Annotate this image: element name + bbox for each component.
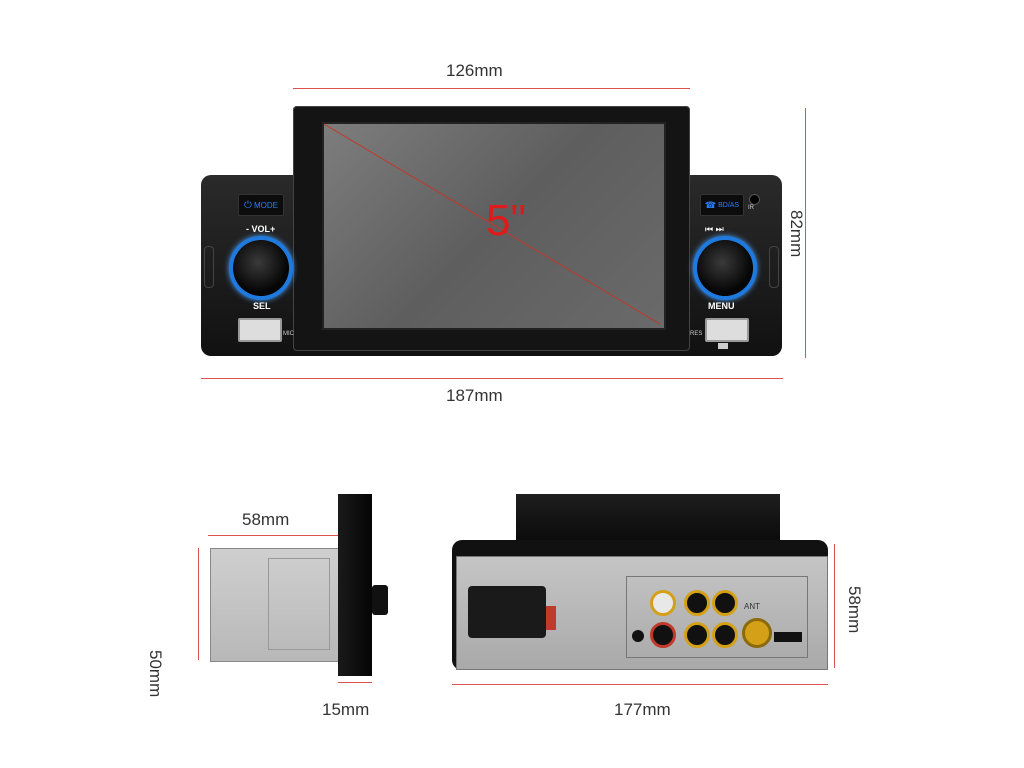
side-height-label: 50mm [146,650,165,698]
rca-yellow-1[interactable] [684,590,710,616]
total-width-dimension-line [201,378,783,379]
right-bracket-slot [769,246,779,288]
faceplate-depth-label: 15mm [322,700,370,719]
rca-yellow-3[interactable] [684,622,710,648]
ant-label: ANT [744,602,760,611]
screen-width-label: 126mm [446,61,503,80]
ir-label: IR [748,205,754,211]
screen-width-dimension-line [293,88,690,89]
res-label: RES [690,331,703,337]
antenna-port[interactable] [742,618,772,648]
menu-label: MENU [708,301,735,311]
height-dimension-line [805,108,806,358]
phone-icon: ☎ [704,199,717,210]
ir-sensor [749,194,760,205]
mic-jack[interactable] [632,630,644,642]
rca-yellow-2[interactable] [712,590,738,616]
side-depth-label: 58mm [242,510,290,529]
side-depth-dimension-line [208,535,338,536]
side-height-dimension-line [198,548,199,660]
faceplate-depth-dimension-line [338,682,372,683]
side-knob [372,585,388,615]
side-faceplate [338,494,372,676]
mode-button[interactable]: ⏻ MODE [238,194,284,216]
usb-port-right[interactable] [705,318,749,342]
vol-label: - VOL+ [246,224,276,234]
left-bracket-slot [204,246,214,288]
sel-label: SEL [253,301,271,311]
side-bracket-detail [268,558,330,650]
rca-red-1[interactable] [650,622,676,648]
usb-port-left[interactable] [238,318,282,342]
rca-yellow-4[interactable] [712,622,738,648]
total-width-label: 187mm [446,386,503,405]
rear-height-label: 58mm [845,586,864,634]
fuse [546,606,556,630]
rca-panel [626,576,808,658]
side-chassis [210,548,340,662]
display-screen[interactable] [322,122,666,330]
mode-label: MODE [253,200,278,210]
volume-knob[interactable] [233,240,289,296]
power-icon: ⏻ [244,199,252,211]
screen-size-label: 5" [486,196,527,245]
rear-width-label: 177mm [614,700,671,719]
bd-as-label: BD/AS [718,201,740,209]
mic-label: MIC [283,331,294,337]
black-port [774,632,802,642]
bd-as-button[interactable]: ☎ BD/AS [700,194,744,216]
rear-width-dimension-line [452,684,828,685]
rear-top-plate [516,494,780,544]
iso-connector[interactable] [468,586,546,638]
card-slot-icon [718,343,728,349]
rear-height-dimension-line [834,544,835,668]
rca-white-1[interactable] [650,590,676,616]
track-buttons[interactable]: ⏮ ⏭ [705,224,724,234]
menu-knob[interactable] [697,240,753,296]
